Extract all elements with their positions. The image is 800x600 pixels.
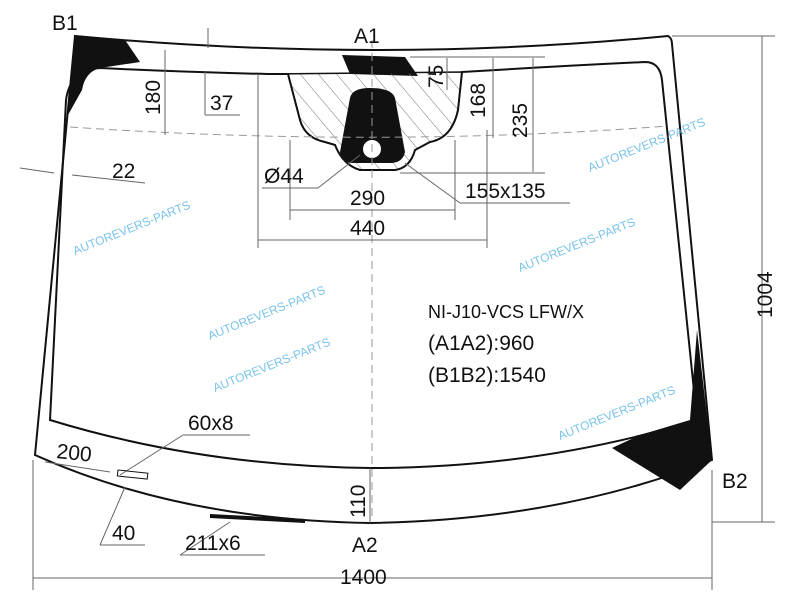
dim-211x6: 211x6	[185, 532, 241, 555]
black-zone-right-bottom	[612, 330, 712, 490]
dim-168: 168	[467, 83, 490, 118]
svg-text:AUTOREVERS-PARTS: AUTOREVERS-PARTS	[71, 198, 192, 258]
dim-235: 235	[509, 103, 532, 138]
spec-b1b2: (B1B2):1540	[428, 364, 546, 387]
glass-inner-edge	[48, 60, 699, 470]
dimension-lines	[19, 28, 775, 590]
spec-a1a2: (A1A2):960	[428, 332, 534, 355]
dim-110: 110	[347, 485, 370, 518]
dim-290: 290	[350, 187, 385, 210]
dim-180: 180	[142, 80, 165, 115]
svg-text:AUTOREVERS-PARTS: AUTOREVERS-PARTS	[211, 335, 332, 395]
dim-diameter-44: Ø44	[264, 165, 304, 188]
glass-outer-edge	[33, 34, 714, 525]
dim-1004: 1004	[754, 271, 777, 318]
point-b1: B1	[52, 12, 78, 35]
point-a1: A1	[354, 25, 380, 48]
dim-440: 440	[350, 217, 385, 240]
black-zone-top-left	[68, 36, 140, 115]
dim-40: 40	[112, 522, 135, 545]
black-zone-a1	[342, 55, 418, 76]
point-a2: A2	[352, 534, 378, 557]
dim-155x135: 155x135	[465, 180, 546, 203]
dim-37: 37	[210, 92, 233, 115]
dim-22: 22	[112, 160, 135, 183]
sensor-limit-line	[69, 125, 669, 138]
dim-60x8: 60x8	[188, 412, 234, 435]
svg-text:AUTOREVERS-PARTS: AUTOREVERS-PARTS	[206, 283, 327, 343]
point-b2: B2	[722, 470, 748, 493]
svg-text:AUTOREVERS-PARTS: AUTOREVERS-PARTS	[516, 215, 637, 275]
part-code: NI-J10-VCS LFW/X	[428, 302, 584, 322]
dim-200: 200	[55, 440, 92, 467]
svg-text:AUTOREVERS-PARTS: AUTOREVERS-PARTS	[586, 115, 707, 175]
black-zone-bottom	[210, 514, 305, 523]
dim-75: 75	[425, 65, 448, 88]
dim-1400: 1400	[340, 566, 387, 589]
